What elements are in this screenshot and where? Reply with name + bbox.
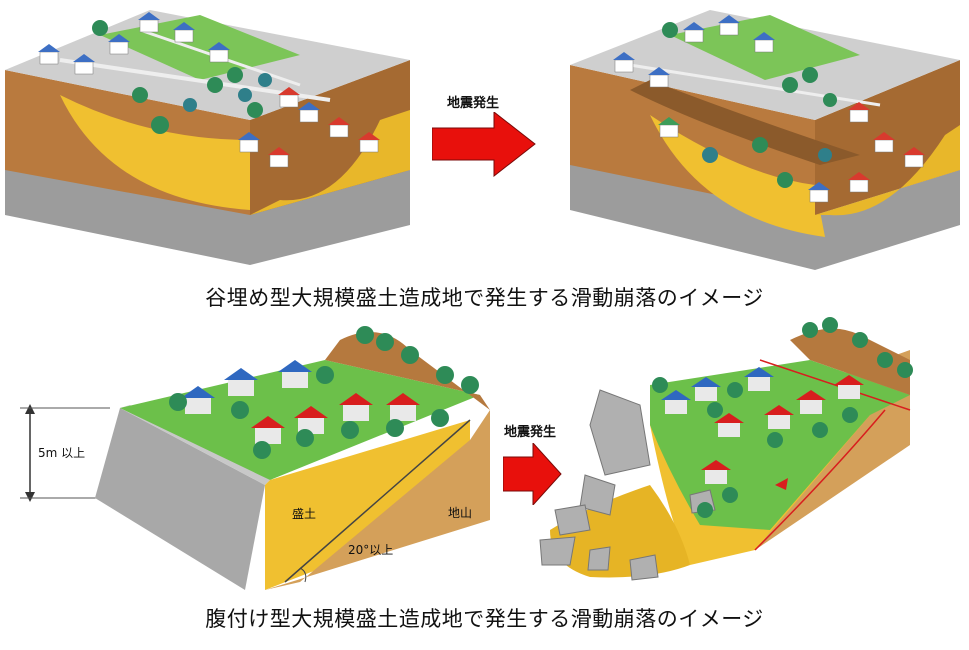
bottom-caption: 腹付け型大規模盛土造成地で発生する滑動崩落のイメージ: [205, 607, 764, 631]
fill-soil-label: 盛土: [292, 507, 317, 521]
bottom-right-diagram: [530, 315, 965, 590]
height-label: 5m 以上: [38, 446, 86, 460]
top-left-diagram: [0, 0, 420, 270]
earthquake-label-top: 地震発生: [447, 96, 500, 111]
bottom-left-diagram: [0, 320, 500, 600]
arrow-top: [432, 112, 537, 177]
slope-angle-label: 20°以上: [348, 543, 394, 557]
top-caption: 谷埋め型大規模盛土造成地で発生する滑動崩落のイメージ: [205, 286, 764, 310]
top-right-diagram: [560, 5, 965, 275]
arrow-bottom: [503, 443, 563, 505]
natural-ground-label: 地山: [448, 506, 473, 520]
earthquake-label-bottom: 地震発生: [504, 425, 557, 440]
